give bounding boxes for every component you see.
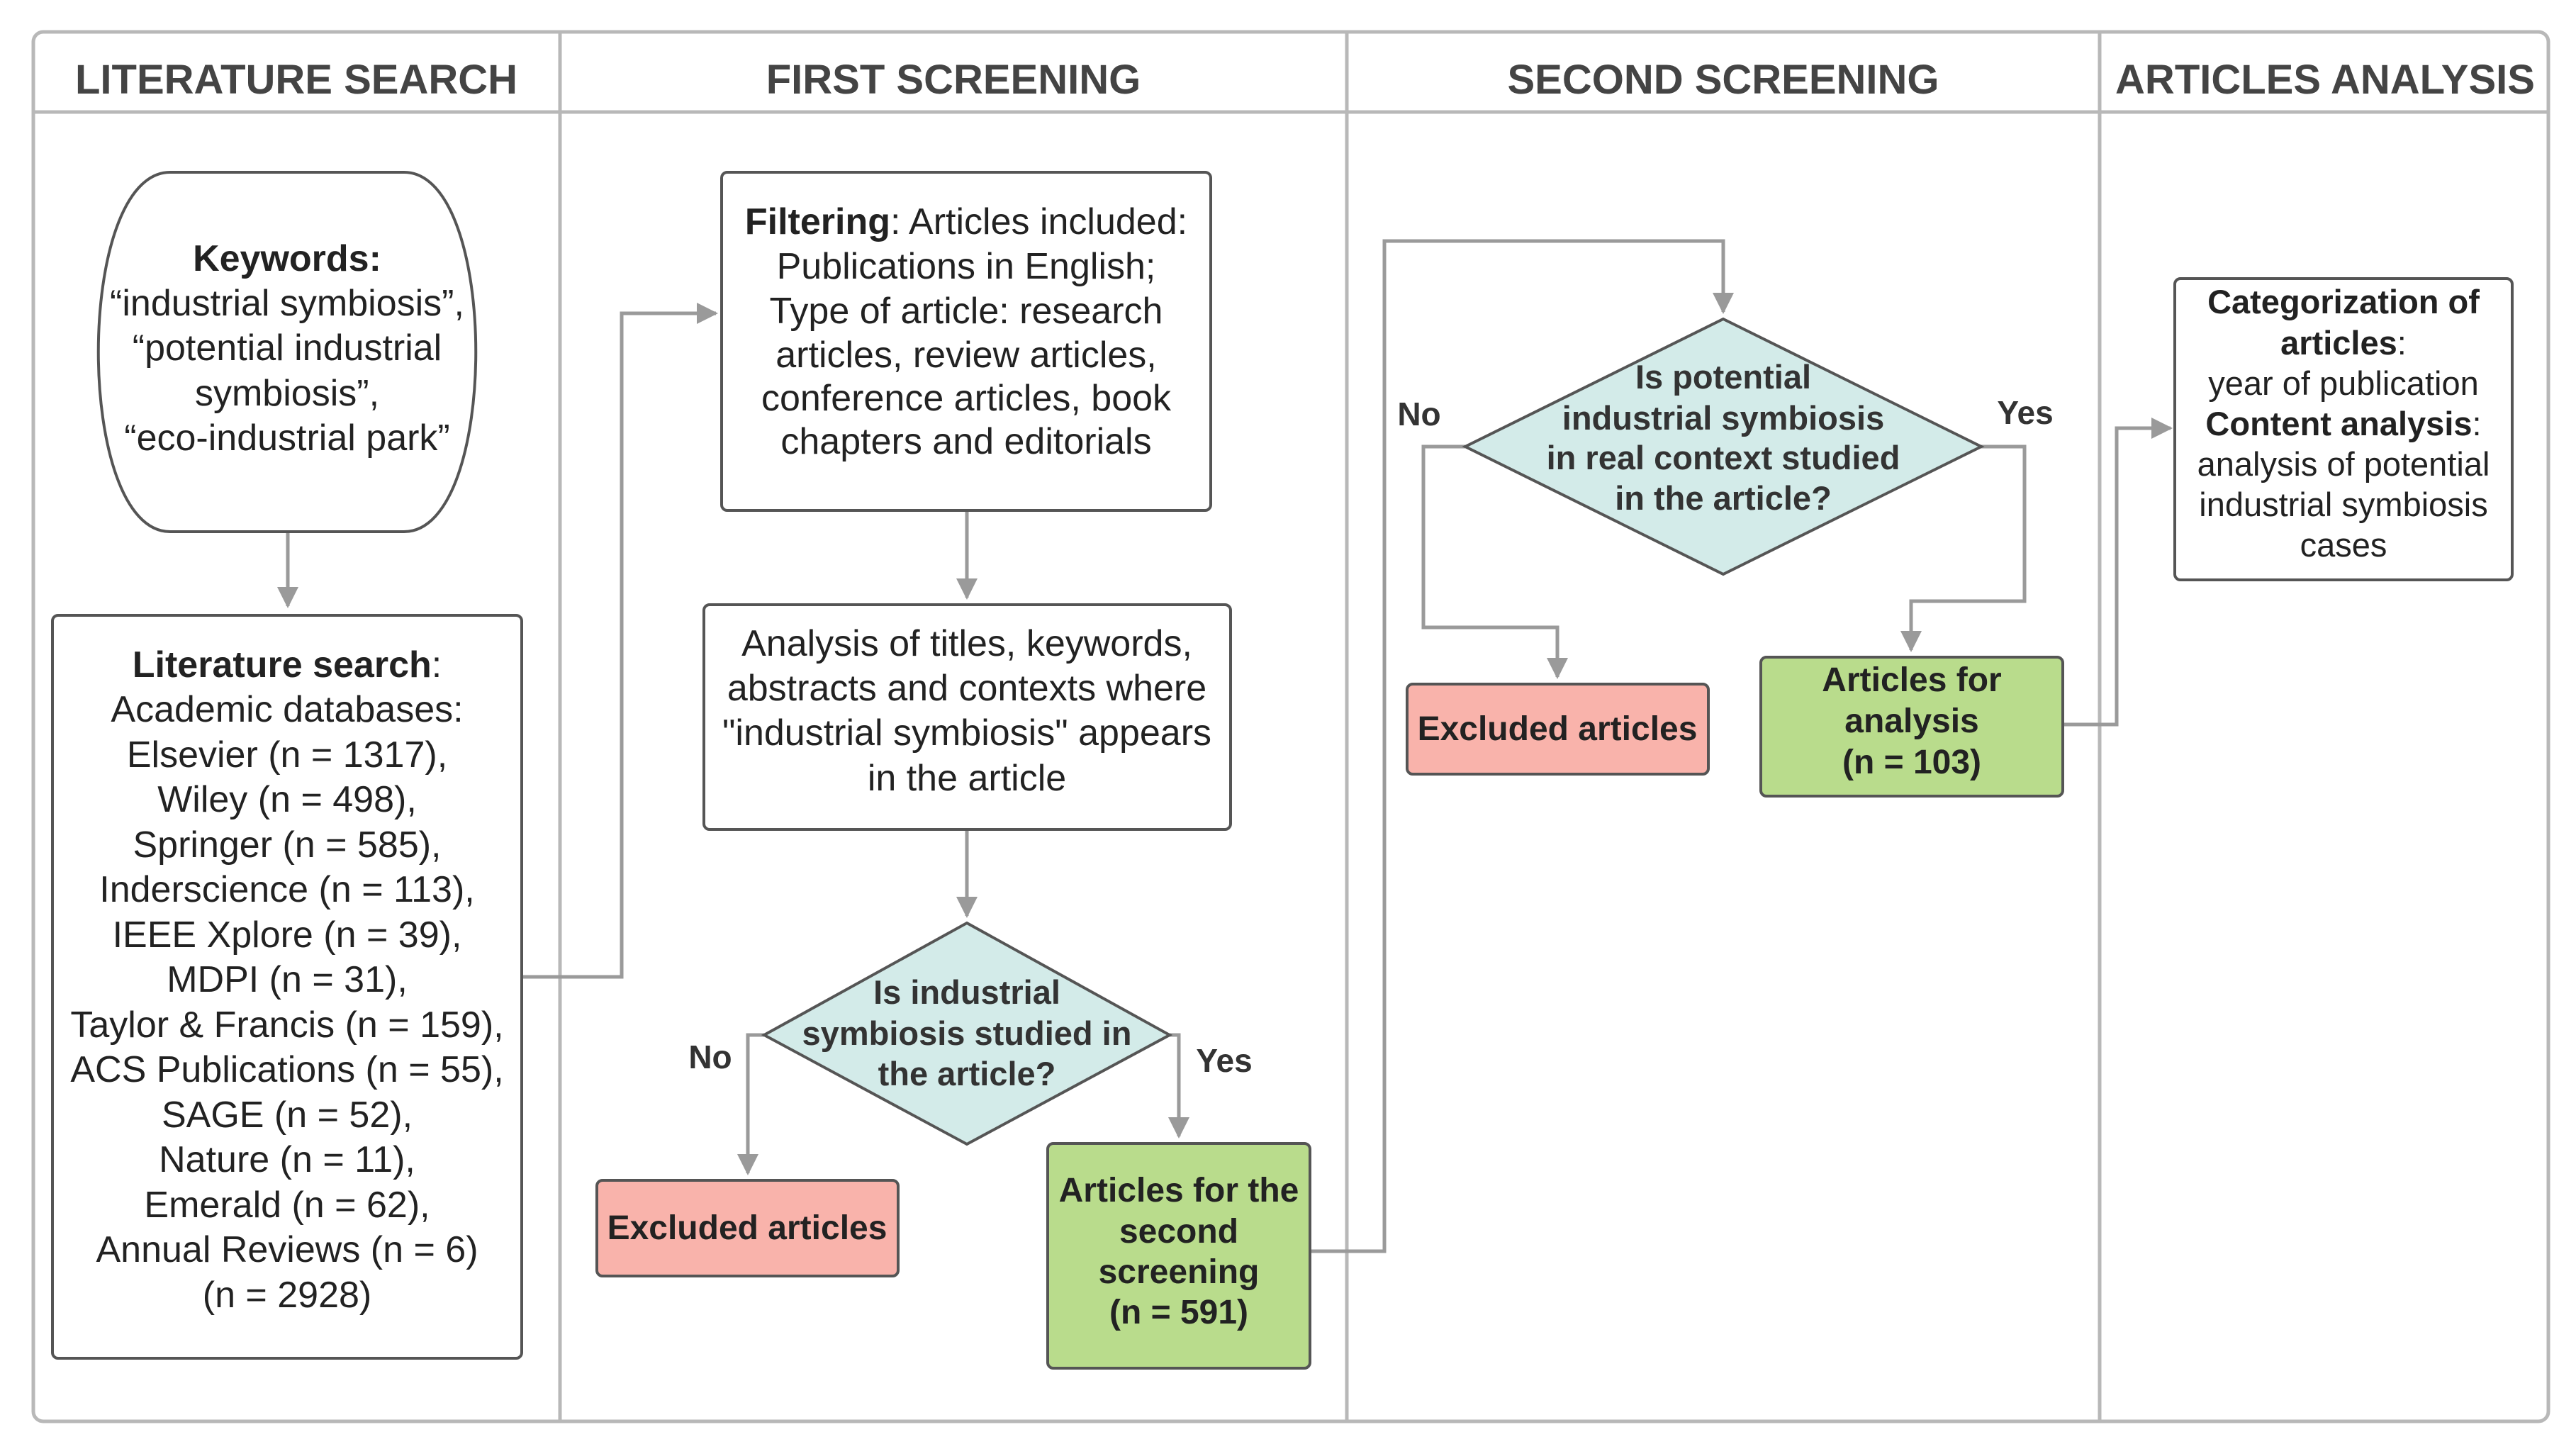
filtering-title-suffix: : Articles included: xyxy=(890,201,1187,242)
content-analysis-line: analysis of potential xyxy=(2197,445,2490,483)
decision-industrial-symbiosis xyxy=(761,921,1173,1146)
lane-header-articles-analysis: ARTICLES ANALYSIS xyxy=(2115,57,2535,103)
excluded-articles-node-1 xyxy=(595,1179,900,1277)
analysis-titles-line: "industrial symbiosis" appears xyxy=(722,712,1211,754)
decision1-line: symbiosis studied in xyxy=(802,1014,1132,1052)
keywords-title: Keywords: xyxy=(193,238,381,279)
keywords-line: “industrial symbiosis”, xyxy=(110,283,464,324)
decision-potential-industrial-symbiosis xyxy=(1462,317,1985,576)
second-screening-line: Articles for the xyxy=(1059,1172,1299,1209)
analysis-articles-node xyxy=(1759,656,2064,798)
lane-header-first-screening: FIRST SCREENING xyxy=(766,57,1141,103)
literature-search-line: Elsevier (n = 1317), xyxy=(127,734,447,776)
arrow-analysis-to-categorization xyxy=(2063,418,2173,727)
filtering-line: Type of article: research xyxy=(770,291,1163,332)
analysis-articles-line: Articles for xyxy=(1822,661,2001,699)
second-screening-articles-node xyxy=(1046,1142,1311,1370)
keywords-line: “eco-industrial park” xyxy=(124,418,450,459)
arrow-decision1-no xyxy=(737,1033,764,1175)
keywords-line: “potential industrial xyxy=(133,328,442,369)
filtering-title: Filtering: Articles included: xyxy=(745,201,1187,242)
decision1-no-label: No xyxy=(688,1039,732,1075)
literature-search-line: (n = 2928) xyxy=(203,1275,372,1316)
filtering-line: conference articles, book xyxy=(761,378,1172,419)
analysis-titles-node xyxy=(702,603,1232,831)
literature-search-line: Nature (n = 11), xyxy=(159,1139,415,1180)
literature-search-line: Wiley (n = 498), xyxy=(157,779,417,820)
literature-search-node xyxy=(51,614,523,1360)
categorization-year-line: year of publication xyxy=(2208,364,2478,402)
analysis-titles-line: abstracts and contexts where xyxy=(727,668,1206,709)
decision2-line: in real context studied xyxy=(1547,439,1900,476)
categorization-title-articles: articles xyxy=(2280,324,2397,362)
literature-search-line: ACS Publications (n = 55), xyxy=(70,1049,503,1090)
excluded-articles-label-1: Excluded articles xyxy=(607,1209,887,1247)
lane-header-literature-search: LITERATURE SEARCH xyxy=(75,57,517,103)
literature-search-title: Literature search: xyxy=(133,644,442,686)
filtering-node xyxy=(720,171,1212,512)
arrow-second-screening-to-decision2 xyxy=(1310,239,1734,1253)
analysis-titles-line: Analysis of titles, keywords, xyxy=(741,623,1192,664)
literature-search-line: Annual Reviews (n = 6) xyxy=(96,1229,478,1270)
literature-search-line: Academic databases: xyxy=(111,689,463,730)
diagram-frame xyxy=(31,30,2550,1423)
decision1-line: the article? xyxy=(878,1055,1056,1092)
literature-search-line: MDPI (n = 31), xyxy=(167,959,408,1000)
decision1-yes-label: Yes xyxy=(1196,1042,1252,1079)
content-analysis-title: Content analysis: xyxy=(2205,405,2481,442)
literature-search-line: Springer (n = 585), xyxy=(133,824,441,866)
literature-search-line: Emerald (n = 62), xyxy=(144,1185,430,1226)
analysis-titles-line: in the article xyxy=(868,758,1066,799)
second-screening-line: (n = 591) xyxy=(1109,1294,1248,1331)
analysis-articles-line: (n = 103) xyxy=(1842,744,1981,781)
decision2-line: industrial symbiosis xyxy=(1562,399,1884,437)
literature-search-lines: Academic databases:Elsevier (n = 1317),W… xyxy=(70,689,503,1316)
arrow-decision1-yes xyxy=(1168,1033,1189,1138)
content-analysis-title-suffix: : xyxy=(2473,405,2482,442)
literature-search-title-suffix: : xyxy=(432,644,442,686)
literature-search-line: Taylor & Francis (n = 159), xyxy=(70,1005,503,1046)
literature-search-line: SAGE (n = 52), xyxy=(162,1095,413,1136)
content-analysis-line: industrial symbiosis xyxy=(2199,486,2487,523)
filtering-line: articles, review articles, xyxy=(775,335,1156,376)
arrow-decision2-no xyxy=(1421,444,1568,679)
literature-search-line: IEEE Xplore (n = 39), xyxy=(113,914,462,956)
filtering-line: Publications in English; xyxy=(777,246,1156,287)
lane-header-second-screening: SECOND SCREENING xyxy=(1507,57,1939,103)
keywords-line: symbiosis”, xyxy=(195,373,379,414)
categorization-node xyxy=(2173,277,2514,581)
decision2-no-label: No xyxy=(1397,396,1440,432)
categorization-title-suffix: : xyxy=(2397,324,2407,362)
second-screening-line: second xyxy=(1119,1213,1238,1251)
excluded-articles-label-2: Excluded articles xyxy=(1418,710,1698,748)
categorization-title-line2: articles: xyxy=(2280,324,2407,362)
categorization-title: Categorization of xyxy=(2207,283,2480,320)
content-analysis-line: cases xyxy=(2300,526,2387,564)
keywords-node xyxy=(96,171,478,533)
filtering-line: chapters and editorials xyxy=(780,421,1151,462)
decision1-line: Is industrial xyxy=(873,973,1060,1011)
arrow-literature-to-filtering xyxy=(522,303,718,979)
second-screening-line: screening xyxy=(1099,1253,1260,1291)
literature-search-title-bold: Literature search xyxy=(133,644,432,686)
content-analysis-title-bold: Content analysis xyxy=(2205,405,2472,442)
decision2-line: in the article? xyxy=(1615,479,1832,517)
filtering-title-bold: Filtering xyxy=(745,201,890,242)
analysis-articles-line: analysis xyxy=(1844,703,1978,740)
decision2-yes-label: Yes xyxy=(1997,394,2053,431)
excluded-articles-node-2 xyxy=(1406,683,1710,776)
arrow-decision2-yes xyxy=(1900,444,2027,652)
literature-search-line: Inderscience (n = 113), xyxy=(99,869,474,910)
decision2-line: Is potential xyxy=(1635,358,1811,396)
